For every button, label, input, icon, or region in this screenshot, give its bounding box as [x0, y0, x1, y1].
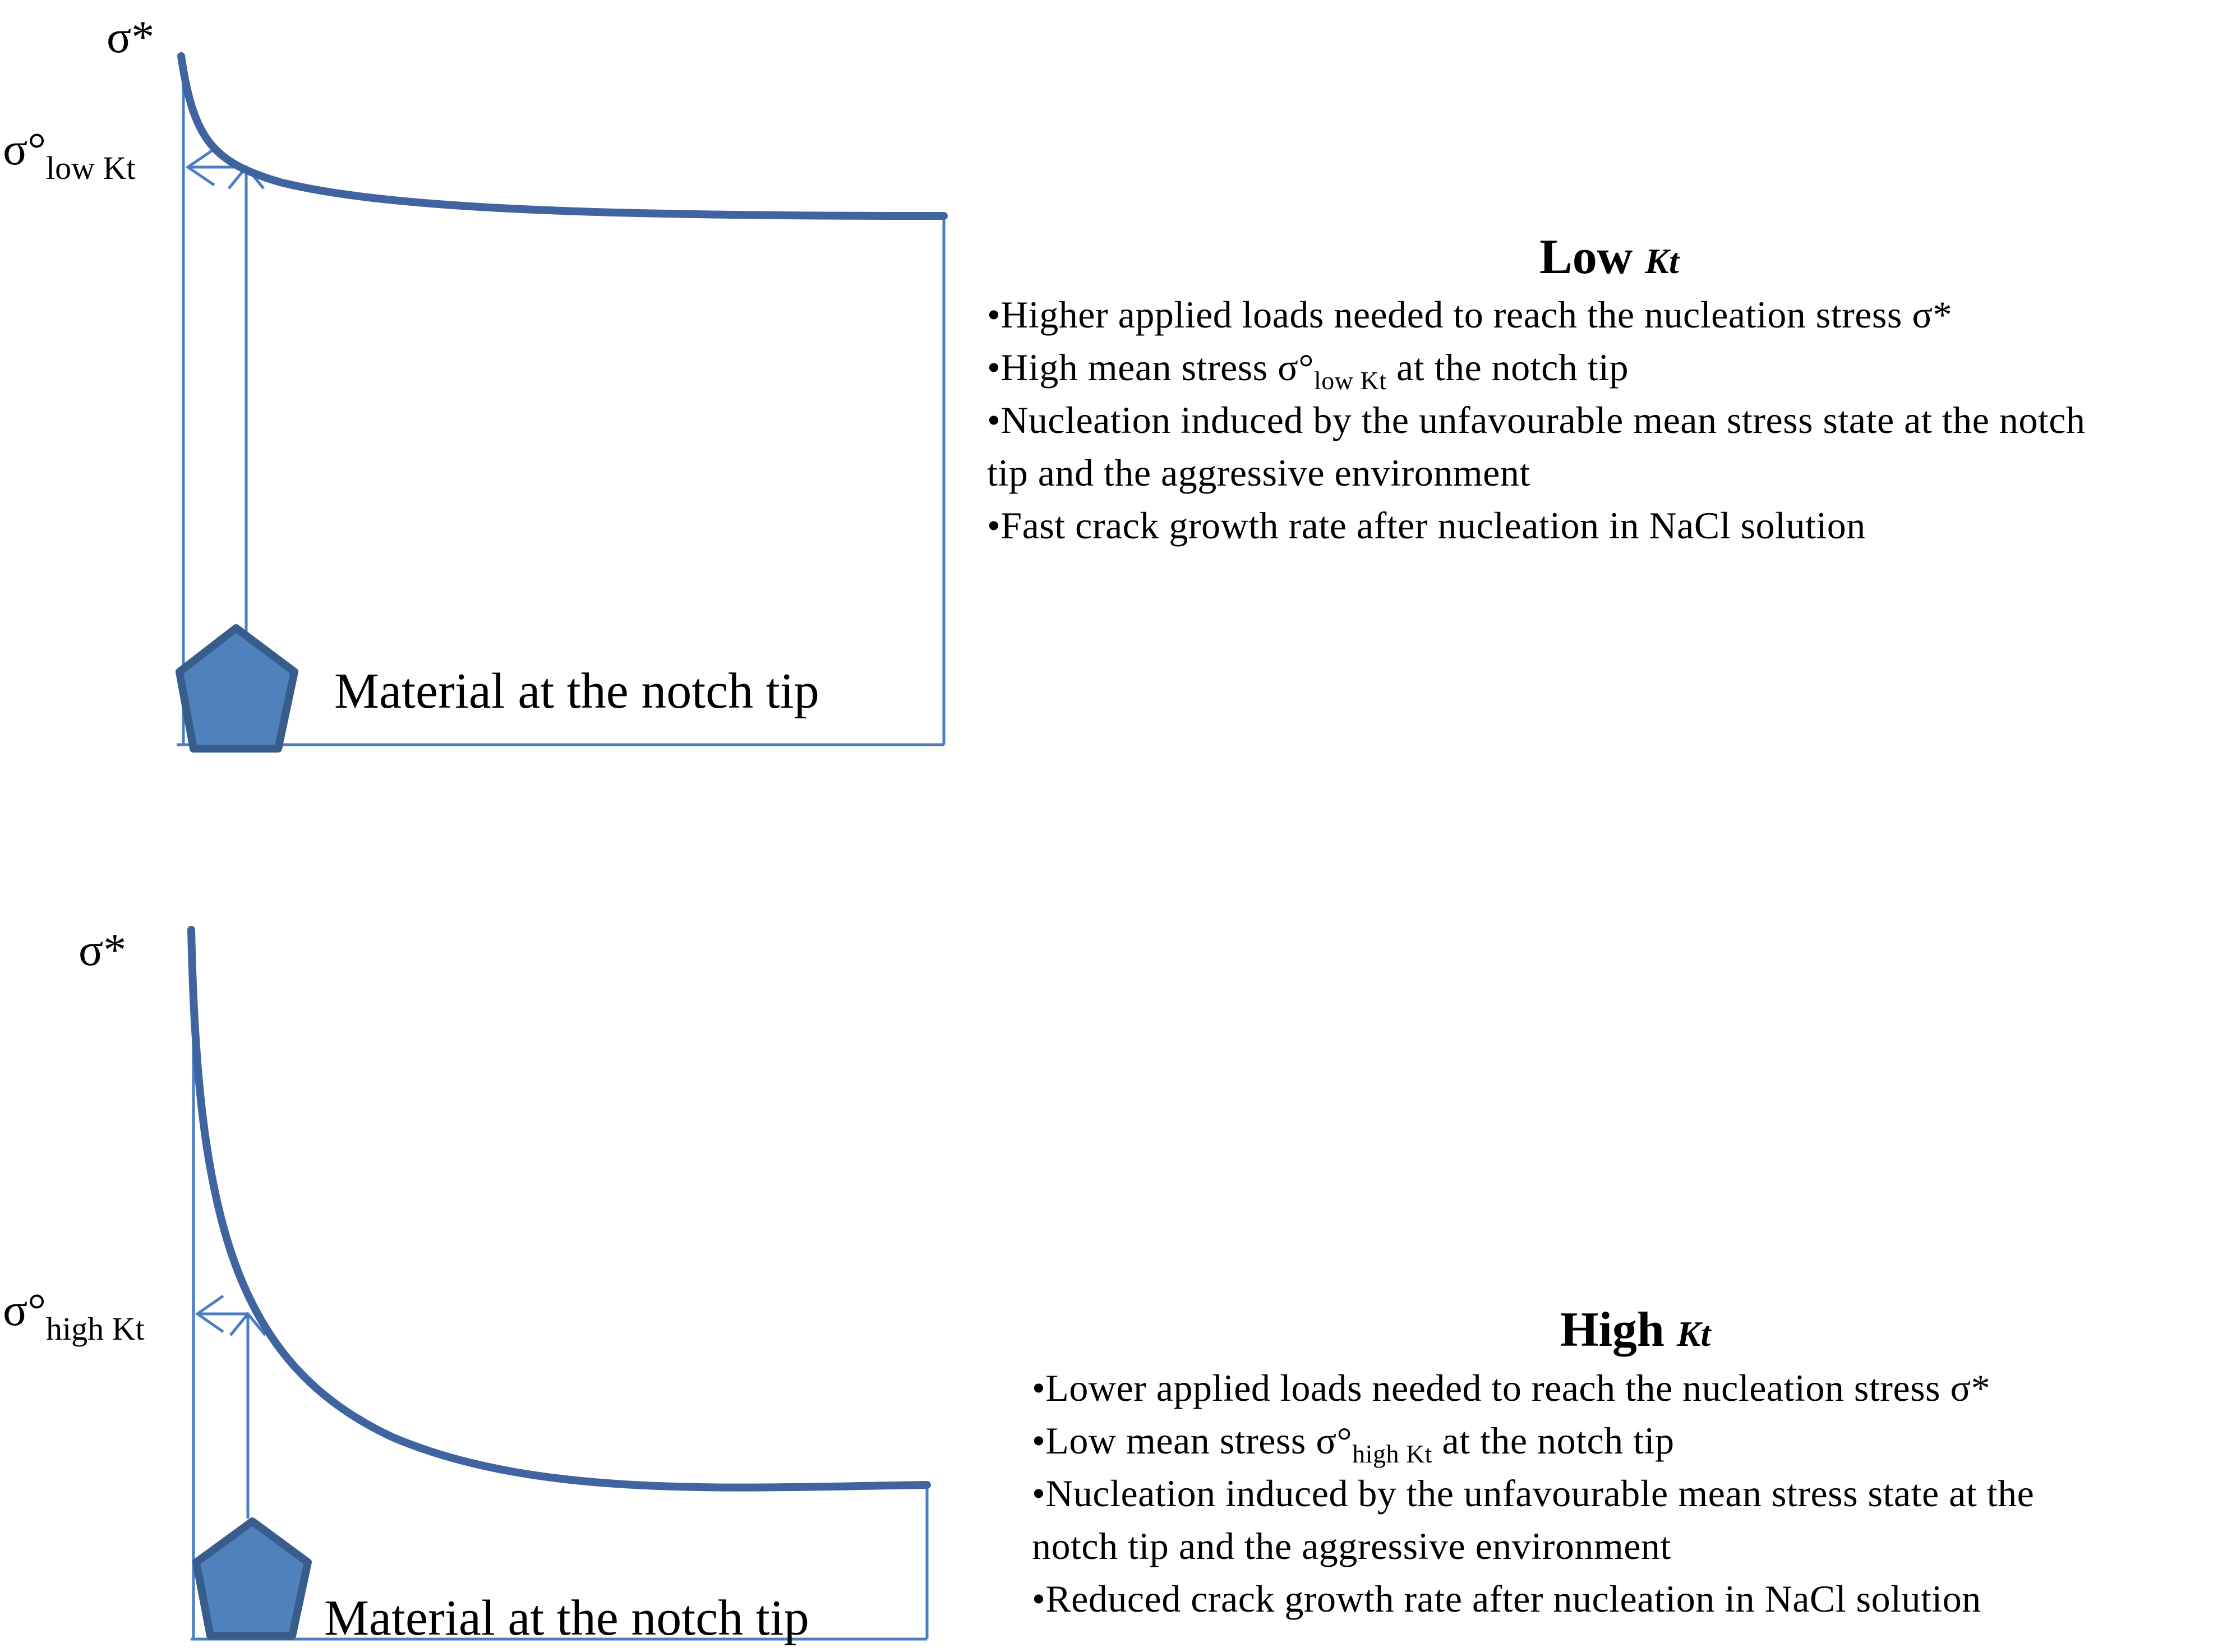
- sigma-star-label: σ*: [79, 927, 126, 973]
- mean-stress-label: σ°high Kt: [3, 1284, 145, 1345]
- mean-stress-symbol: σ°: [3, 123, 46, 174]
- high-kt-panel: σ* σ°high Kt Material at the notch tip H…: [0, 826, 2227, 1652]
- material-pentagon: [192, 1517, 312, 1640]
- low-kt-notes: •Higher applied loads needed to reach th…: [987, 288, 2221, 552]
- mean-stress-label: σ°low Kt: [3, 123, 136, 184]
- arrow-head-left: [185, 147, 215, 187]
- note-4: •Fast crack growth rate after nucleation…: [987, 504, 1866, 547]
- title-kt: Kt: [1645, 241, 1679, 281]
- mean-stress-symbol: σ°: [3, 1284, 46, 1335]
- sigma-star-text: σ*: [79, 924, 127, 975]
- note-3-cont: tip and the aggressive environment: [987, 451, 1530, 494]
- note-1: •Higher applied loads needed to reach th…: [987, 293, 1953, 336]
- stress-curve: [177, 52, 948, 220]
- note-3-cont: notch tip and the aggressive environment: [1032, 1525, 1671, 1567]
- sigma-star-text: σ*: [107, 11, 155, 62]
- low-kt-panel: σ* σ°low Kt Material at the notch tip Lo…: [3, 14, 2221, 753]
- material-label: Material at the notch tip: [324, 1590, 809, 1646]
- title-kt: Kt: [1676, 1314, 1711, 1354]
- mean-stress-subscript: high Kt: [46, 1310, 145, 1348]
- arrow-head-up: [229, 1312, 266, 1336]
- title-word: Low: [1539, 230, 1633, 284]
- mean-stress-subscript: low Kt: [46, 150, 136, 187]
- high-kt-title: High Kt: [1560, 1305, 1710, 1355]
- note-3: •Nucleation induced by the unfavourable …: [1032, 1472, 2035, 1515]
- note-2: •Low mean stress σ°high Kt at the notch …: [1032, 1419, 1675, 1469]
- high-kt-diagram: [187, 926, 931, 1641]
- material-label: Material at the notch tip: [334, 663, 819, 719]
- note-3: •Nucleation induced by the unfavourable …: [987, 399, 2086, 441]
- arrow-head-left: [195, 1294, 224, 1333]
- note-4: •Reduced crack growth rate after nucleat…: [1032, 1577, 1981, 1620]
- stress-curve: [187, 926, 931, 1492]
- material-pentagon: [176, 624, 298, 753]
- note-1: •Lower applied loads needed to reach the…: [1032, 1367, 1991, 1409]
- low-kt-diagram: [176, 52, 948, 753]
- title-word: High: [1560, 1303, 1665, 1357]
- low-kt-title: Low Kt: [1539, 233, 1679, 282]
- note-2: •High mean stress σ°low Kt at the notch …: [987, 346, 1629, 395]
- sigma-star-label: σ*: [107, 14, 154, 60]
- high-kt-notes: •Lower applied loads needed to reach the…: [1032, 1362, 2210, 1625]
